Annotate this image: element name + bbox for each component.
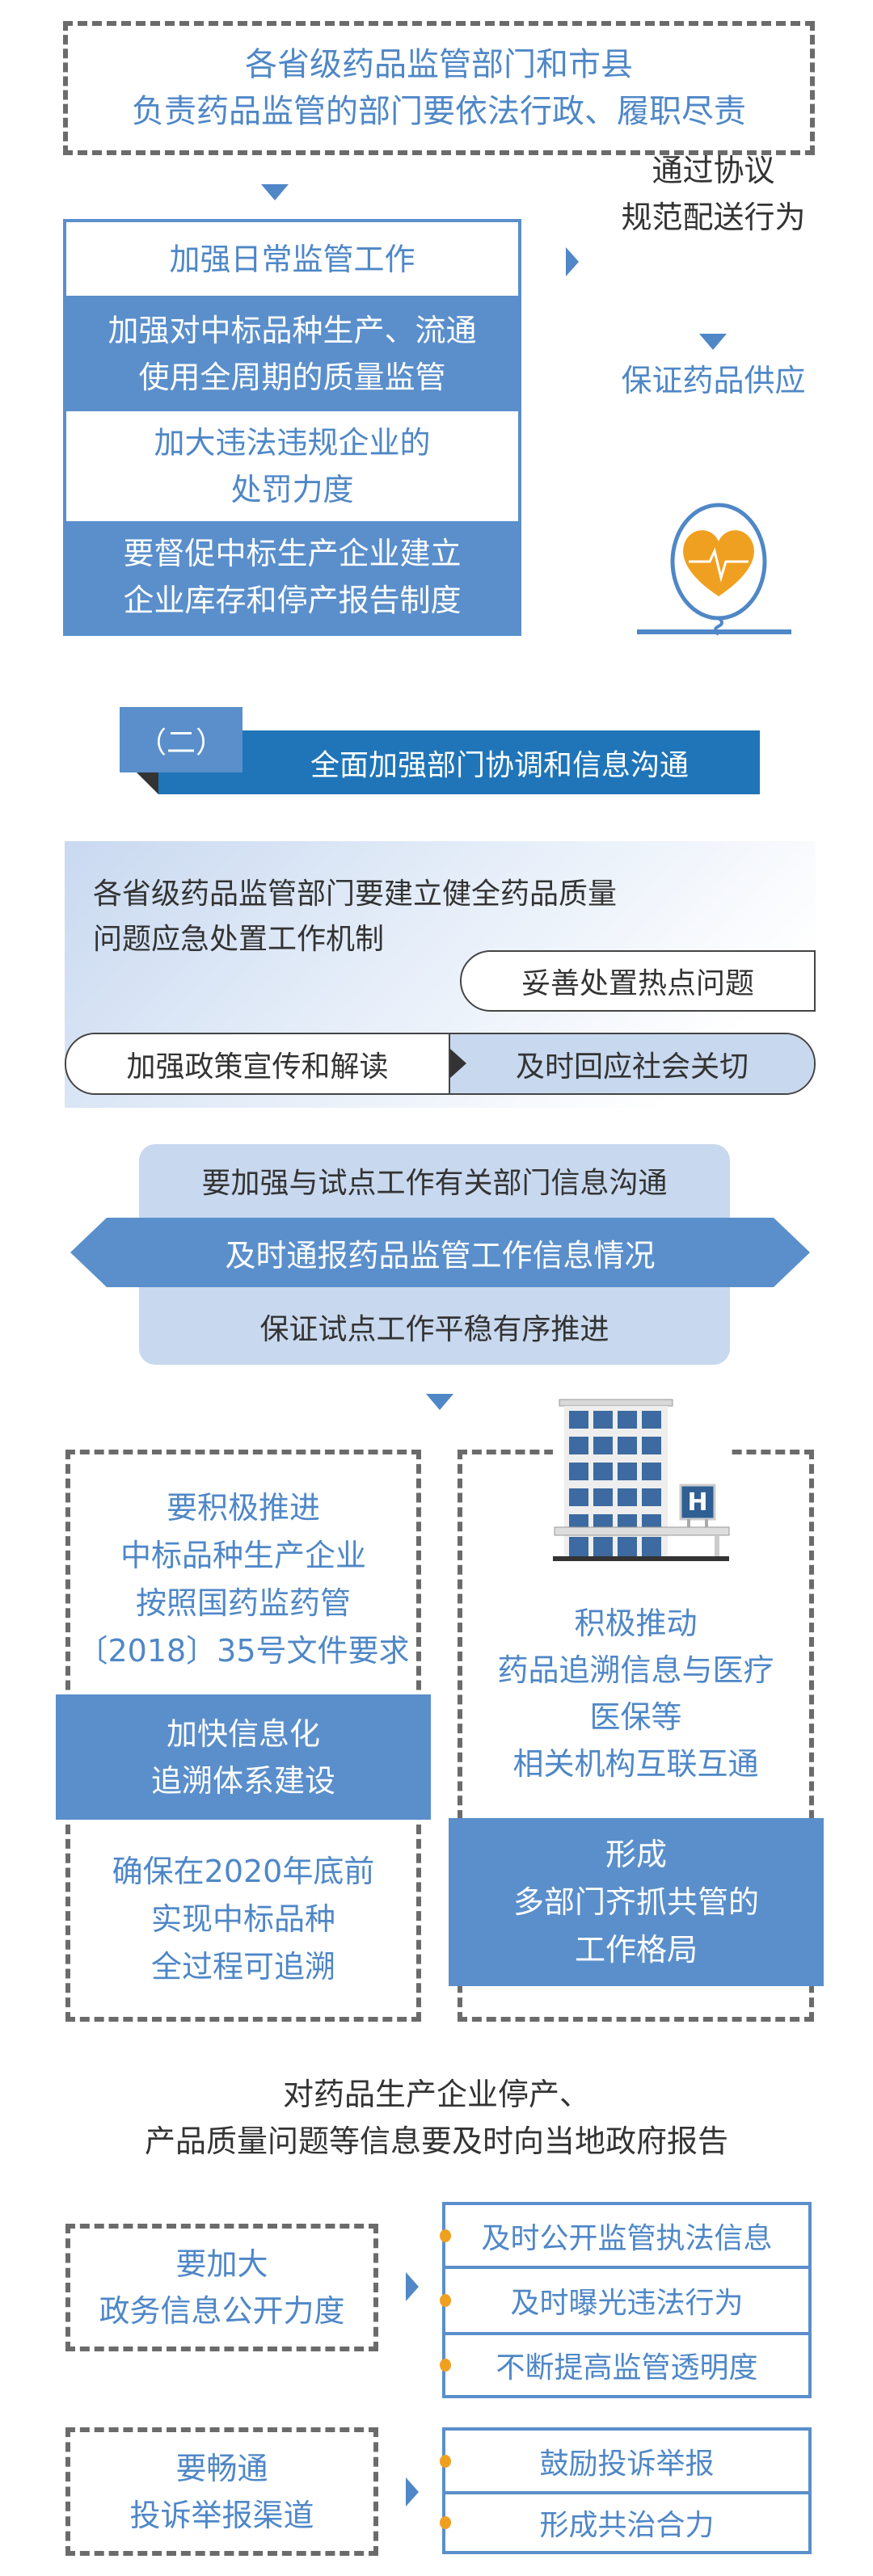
side-agreement-text: 通过协议 规范配送行为 (598, 149, 829, 239)
group2-label-box: 要畅通 投诉举报渠道 (65, 2427, 378, 2556)
supervision-stack: 加强日常监管工作 加强对中标品种生产、流通 使用全周期的质量监管 加大违法违规企… (63, 219, 521, 636)
left-bottom-text: 确保在2020年底前 实现中标品种 全过程可追溯 (65, 1846, 421, 1992)
stack-item-penalty: 加大违法违规企业的 处罚力度 (66, 411, 518, 521)
top-responsibility-box: 各省级药品监管部门和市县 负责药品监管的部门要依法行政、履职尽责 (63, 21, 815, 155)
left-top-text: 要积极推进 中标品种生产企业 按照国药监药管 〔2018〕35号文件要求 (65, 1483, 421, 1677)
heart-monitor-icon (637, 503, 791, 636)
info-line: 要加强与试点工作有关部门信息沟通 (201, 1167, 668, 1200)
stack-item-inventory: 要督促中标生产企业建立 企业库存和停产报告制度 (66, 521, 518, 633)
hospital-building-icon: H (553, 1398, 731, 1564)
pill-label: 加强政策宣传和解读 (126, 1050, 389, 1084)
text-line: 药品追溯信息与医疗 (497, 1652, 774, 1688)
header-title-bar: 全面加强部门协调和信息沟通 (158, 730, 760, 794)
pill-label: 妥善处置热点问题 (521, 967, 754, 1000)
report-title: 对药品生产企业停产、 产品质量问题等信息要及时向当地政府报告 (0, 2071, 873, 2165)
item-label: 及时公开监管执法信息 (481, 2221, 773, 2255)
group1-label-box: 要加大 政务信息公开力度 (65, 2224, 378, 2351)
pill-hot-issues: 妥善处置热点问题 (460, 950, 816, 1012)
info-line: 保证试点工作平稳有序推进 (259, 1313, 609, 1346)
section-number: （二） (120, 707, 242, 772)
side-line: 规范配送行为 (621, 200, 806, 235)
stack-item-daily: 加强日常监管工作 (66, 222, 518, 296)
text-line: 按照国药监药管 (135, 1585, 351, 1621)
text-line: 要加大 (175, 2246, 268, 2282)
left-band: 加快信息化 追溯体系建设 (56, 1694, 431, 1820)
item-label: 鼓励投诉举报 (539, 2447, 715, 2481)
section-header: 全面加强部门协调和信息沟通 （二） (120, 707, 760, 794)
text-line: 政务信息公开力度 (99, 2293, 345, 2329)
text-line: 医保等 (589, 1699, 682, 1735)
text-line: 追溯体系建设 (150, 1762, 335, 1799)
panel-line: 问题应急处置工作机制 (93, 923, 385, 956)
pill-arrow-icon (450, 1049, 466, 1078)
group1-items: 及时公开监管执法信息 及时曝光违法行为 不断提高监管透明度 (440, 2202, 812, 2398)
pill-left: 加强政策宣传和解读 (66, 1034, 449, 1093)
text-line: 确保在2020年底前 (112, 1853, 375, 1889)
bullet-dot-icon (440, 2359, 451, 2372)
stack-item-quality: 加强对中标品种生产、流通 使用全周期的质量监管 (66, 296, 518, 411)
panel-text: 各省级药品监管部门要建立健全药品质量 问题应急处置工作机制 (93, 872, 617, 962)
item-label: 不断提高监管透明度 (496, 2351, 758, 2384)
list-item: 及时曝光违法行为 (440, 2269, 808, 2335)
arrow-right-icon (406, 2477, 419, 2507)
stack-item-label: 要督促中标生产企业建立 企业库存和停产报告制度 (123, 536, 462, 618)
bullet-dot-icon (440, 2516, 451, 2529)
text-line: 全过程可追溯 (150, 1948, 335, 1985)
text-line: 加快信息化 (166, 1715, 320, 1752)
arrow-down-icon (261, 184, 289, 200)
info-hex-band (70, 1218, 810, 1287)
right-band: 形成 多部门齐抓共管的 工作格局 (449, 1818, 824, 1986)
pill-label: 及时回应社会关切 (515, 1050, 749, 1084)
text-line: 要畅通 (175, 2450, 268, 2486)
group2-items: 鼓励投诉举报 形成共治合力 (440, 2427, 812, 2554)
section-number-label: （二） (137, 726, 225, 760)
side-line: 通过协议 (652, 153, 775, 188)
stack-item-label: 加大违法违规企业的 处罚力度 (154, 425, 431, 507)
text-line: 要积极推进 (166, 1490, 320, 1526)
panel-line: 各省级药品监管部门要建立健全药品质量 (93, 878, 618, 911)
list-item: 及时公开监管执法信息 (440, 2205, 808, 2269)
bullet-dot-icon (440, 2454, 451, 2468)
arrow-down-icon (426, 1394, 453, 1410)
text-line: 中标品种生产企业 (120, 1538, 366, 1573)
section-title: 全面加强部门协调和信息沟通 (310, 748, 689, 782)
text-line: 相关机构互联互通 (512, 1746, 759, 1782)
arrow-right-icon (406, 2272, 419, 2301)
info-band-text: 及时通报药品监管工作信息情况 (225, 1237, 656, 1273)
list-item: 不断提高监管透明度 (440, 2335, 808, 2395)
hospital-sign-letter: H (687, 1488, 708, 1517)
bullet-dot-icon (440, 2229, 451, 2242)
text-line: 〔2018〕35号文件要求 (77, 1633, 410, 1669)
text-line: 实现中标品种 (150, 1900, 335, 1937)
text-line: 积极推动 (574, 1606, 698, 1641)
item-label: 形成共治合力 (539, 2509, 715, 2542)
top-box-line: 负责药品监管的部门要依法行政、履职尽责 (132, 93, 746, 130)
text-line: 产品质量问题等信息要及时向当地政府报告 (144, 2124, 728, 2159)
stack-item-label: 加强对中标品种生产、流通 使用全周期的质量监管 (108, 312, 477, 395)
text-line: 工作格局 (574, 1931, 698, 1968)
list-item: 形成共治合力 (440, 2494, 808, 2551)
top-box-line: 各省级药品监管部门和市县 (245, 46, 633, 83)
stack-item-label: 加强日常监管工作 (169, 241, 415, 277)
pill-policy-response: 加强政策宣传和解读 及时回应社会关切 (65, 1033, 816, 1095)
side-result-text: 保证药品供应 (621, 363, 806, 398)
text-line: 多部门齐抓共管的 (512, 1884, 759, 1920)
bullet-dot-icon (440, 2294, 451, 2307)
pill-right: 及时回应社会关切 (449, 1034, 814, 1093)
arrow-down-icon (699, 334, 727, 350)
item-label: 及时曝光违法行为 (510, 2287, 744, 2320)
list-item: 鼓励投诉举报 (440, 2431, 808, 2494)
text-line: 对药品生产企业停产、 (282, 2077, 590, 2112)
text-line: 形成 (605, 1836, 667, 1872)
text-line: 投诉举报渠道 (129, 2497, 314, 2533)
right-top-text: 积极推动 药品追溯信息与医疗 医保等 相关机构互联互通 (458, 1598, 814, 1789)
arrow-right-icon (566, 247, 579, 276)
